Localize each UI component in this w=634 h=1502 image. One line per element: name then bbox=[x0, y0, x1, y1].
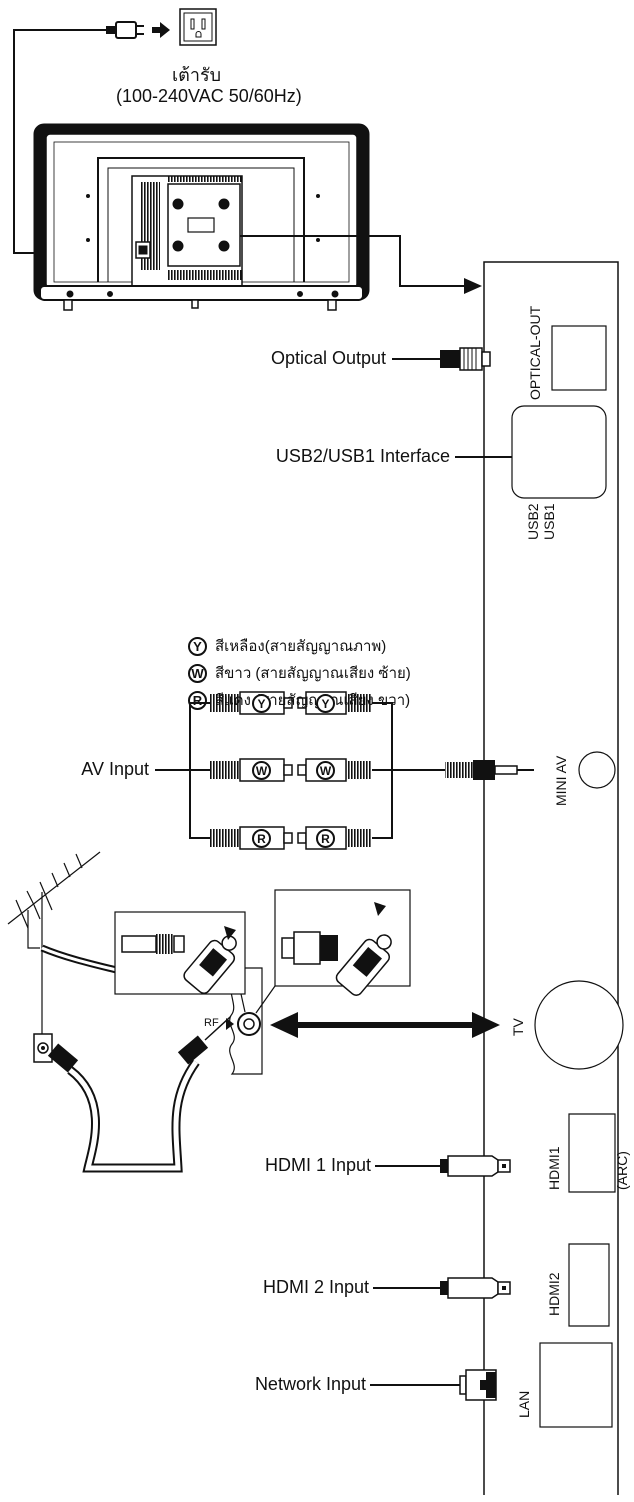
hdmi1-cable bbox=[375, 1155, 511, 1177]
antenna-icon bbox=[7, 851, 101, 1038]
socket-spec: (100-240VAC 50/60Hz) bbox=[116, 86, 302, 106]
tv-double-arrow bbox=[270, 1012, 500, 1038]
wall-socket-icon bbox=[179, 8, 217, 46]
av-plug-y-left bbox=[210, 691, 293, 715]
arrow-right-icon bbox=[152, 22, 170, 38]
usb-port-group bbox=[511, 405, 607, 499]
legend-item-w: W สีขาว (สายสัญญาณเสียง ซ้าย) bbox=[188, 661, 411, 685]
legend-badge-y: Y bbox=[188, 636, 207, 656]
rf-label: RF bbox=[204, 1017, 219, 1029]
hdmi2-cable bbox=[373, 1277, 511, 1299]
av-plug-letter-y-left: Y bbox=[252, 694, 271, 713]
lan-cable bbox=[370, 1369, 497, 1401]
legend-badge-w: W bbox=[188, 663, 207, 683]
port-label-hdmi1: HDMI1 bbox=[546, 1146, 562, 1190]
av-plug-letter-w-left: W bbox=[252, 761, 271, 780]
av-plug-y-right bbox=[297, 691, 372, 715]
legend-item-y: Y สีเหลือง(สายสัญญาณภาพ) bbox=[188, 634, 386, 658]
optical-output-label: Optical Output bbox=[270, 348, 386, 368]
mini-av-jack-plug bbox=[445, 760, 534, 780]
mini-av-port bbox=[578, 751, 616, 789]
coax-jumper-cable bbox=[47, 1007, 241, 1173]
optical-cable bbox=[392, 347, 491, 371]
av-plug-w-right bbox=[297, 758, 372, 782]
port-label-optical: OPTICAL-OUT bbox=[527, 305, 543, 400]
hdmi1-input-label: HDMI 1 Input bbox=[264, 1155, 371, 1175]
legend-text-r: สีแดง (สายสัญญาณเสียง ขวา) bbox=[215, 692, 411, 709]
rf-detail-callout-left bbox=[114, 911, 246, 1013]
hdmi2-port bbox=[568, 1243, 610, 1327]
av-plug-r-right bbox=[297, 826, 372, 850]
port-label-usb1: USB1 bbox=[541, 503, 557, 540]
optical-out-port bbox=[551, 325, 607, 391]
hdmi1-port bbox=[568, 1113, 616, 1193]
network-input-label: Network Input bbox=[254, 1374, 366, 1394]
panel-callout-arrow bbox=[240, 235, 482, 294]
legend-text-y: สีเหลือง(สายสัญญาณภาพ) bbox=[215, 638, 387, 655]
hdmi2-input-label: HDMI 2 Input bbox=[262, 1277, 369, 1297]
av-plug-letter-y-right: Y bbox=[316, 694, 335, 713]
av-plug-letter-r-right: R bbox=[316, 829, 335, 848]
usb-interface-label: USB2/USB1 Interface bbox=[275, 446, 450, 466]
av-plug-letter-r-left: R bbox=[252, 829, 271, 848]
av-plug-letter-w-right: W bbox=[316, 761, 335, 780]
lan-port bbox=[539, 1342, 613, 1428]
antenna-cable-inner bbox=[41, 946, 125, 974]
port-label-hdmi2: HDMI2 bbox=[546, 1272, 562, 1316]
av-plug-r-left bbox=[210, 826, 293, 850]
tv-back-illustration bbox=[33, 123, 370, 311]
wall-outlet-icon bbox=[33, 1033, 53, 1063]
port-label-usb2: USB2 bbox=[525, 503, 541, 540]
port-label-tv: TV bbox=[510, 1018, 526, 1036]
legend-badge-r: R bbox=[188, 690, 207, 710]
socket-label: เต้ารับ bbox=[172, 65, 222, 85]
port-label-arc: (ARC) bbox=[614, 1151, 630, 1190]
power-plug-icon bbox=[106, 21, 144, 39]
legend-text-w: สีขาว (สายสัญญาณเสียง ซ้าย) bbox=[215, 665, 411, 682]
port-label-lan: LAN bbox=[516, 1390, 532, 1418]
legend-item-r: R สีแดง (สายสัญญาณเสียง ขวา) bbox=[188, 688, 410, 712]
port-label-mini-av: MINI AV bbox=[553, 755, 569, 806]
tv-rf-port bbox=[534, 980, 624, 1070]
av-input-label: AV Input bbox=[81, 759, 149, 779]
rf-detail-callout-right bbox=[255, 889, 411, 1014]
av-plug-w-left bbox=[210, 758, 293, 782]
